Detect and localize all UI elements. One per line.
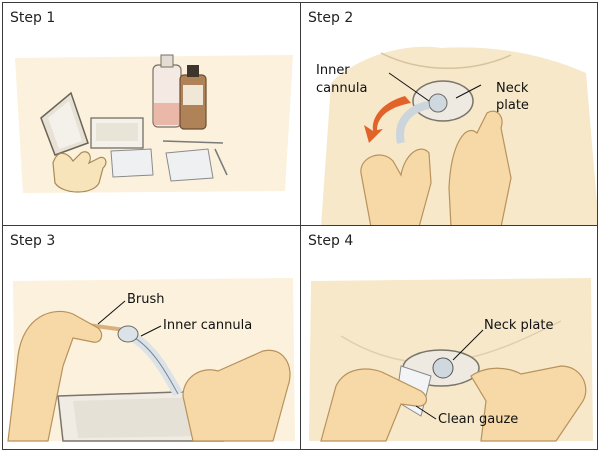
bottles-icon	[152, 54, 207, 130]
tray-icon	[90, 117, 144, 149]
step-4-panel: Neck plate Clean gauze Step 4	[300, 225, 598, 450]
step-1-panel: Step 1	[2, 2, 301, 226]
label-plate: plate	[496, 98, 529, 113]
clean-stoma-illustration: Neck plate Clean gauze	[309, 278, 593, 442]
step-2-panel: Inner cannula Neck plate Step 2	[300, 2, 598, 226]
label-brush: Brush	[127, 292, 165, 307]
inner-cannula-tube	[396, 101, 430, 144]
step-4-title: Step 4	[308, 233, 354, 249]
step-1-title: Step 1	[10, 10, 56, 26]
neck-plate-icon	[412, 80, 474, 122]
direction-arrow-icon	[364, 96, 411, 143]
clean-cannula-illustration: Brush Inner cannula	[7, 278, 295, 442]
label-neck-plate: Neck plate	[484, 318, 553, 333]
hands-icon	[360, 110, 512, 225]
hands-icon	[7, 310, 291, 442]
label-neck: Neck	[496, 81, 529, 96]
supplies-illustration	[15, 54, 293, 193]
hands-icon	[320, 365, 587, 442]
label-inner-cannula: Inner cannula	[163, 318, 252, 333]
remove-cannula-illustration: Inner cannula Neck plate	[316, 46, 597, 225]
label-cannula: cannula	[316, 81, 367, 96]
gauze-icon	[110, 140, 228, 182]
label-inner: Inner	[316, 63, 350, 78]
gloves-icon	[52, 151, 107, 193]
step-3-title: Step 3	[10, 233, 56, 249]
tracheostomy-tube-icon	[117, 325, 183, 397]
step-3-panel: Brush Inner cannula Step 3	[2, 225, 301, 450]
basin-icon	[57, 390, 225, 442]
mirror-icon	[40, 91, 89, 156]
step-2-title: Step 2	[308, 10, 354, 26]
label-clean-gauze: Clean gauze	[438, 412, 518, 427]
